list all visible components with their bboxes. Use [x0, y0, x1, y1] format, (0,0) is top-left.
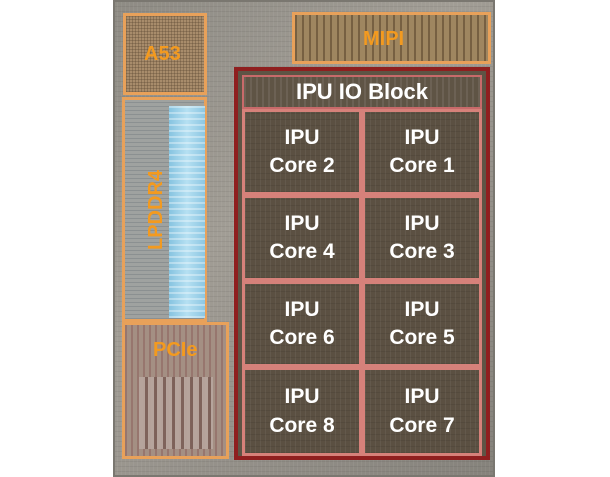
- ipu-core-4: IPU Core 4: [242, 195, 362, 281]
- mipi-block: MIPI: [292, 12, 491, 64]
- pcie-pads: [139, 377, 213, 449]
- lpddr4-block: LPDDR4: [122, 97, 207, 322]
- ipu-core-1: IPU Core 1: [362, 109, 482, 195]
- ipu-core-2: IPU Core 2: [242, 109, 362, 195]
- mipi-label: MIPI: [363, 28, 405, 50]
- core-line1: IPU: [284, 297, 320, 321]
- ipu-io-block: IPU IO Block: [242, 75, 482, 109]
- a53-block: A53: [123, 13, 207, 95]
- lpddr4-phy: [169, 106, 205, 318]
- ipu-core-5: IPU Core 5: [362, 281, 482, 367]
- core-line2: Core 1: [389, 154, 455, 177]
- ipu-core-8: IPU Core 8: [242, 367, 362, 456]
- core-line1: IPU: [404, 211, 440, 235]
- core-line1: IPU: [284, 125, 320, 149]
- core-line1: IPU: [284, 211, 320, 235]
- lpddr4-label: LPDDR4: [145, 169, 167, 250]
- ipu-io-label: IPU IO Block: [295, 79, 429, 104]
- core-line1: IPU: [284, 385, 320, 409]
- core-line2: Core 7: [389, 413, 455, 437]
- core-line2: Core 2: [269, 154, 335, 177]
- core-line2: Core 4: [269, 240, 335, 263]
- ipu-region: IPU IO Block IPU Core 2 IPU Core 1 IPU C…: [234, 67, 490, 460]
- pcie-block: PCIe: [122, 322, 229, 459]
- ipu-core-6: IPU Core 6: [242, 281, 362, 367]
- core-line1: IPU: [404, 125, 440, 149]
- pcie-label: PCIe: [153, 339, 198, 361]
- ipu-core-7: IPU Core 7: [362, 367, 482, 456]
- ipu-core-3: IPU Core 3: [362, 195, 482, 281]
- core-line1: IPU: [404, 297, 440, 321]
- core-line2: Core 3: [389, 240, 455, 263]
- core-line2: Core 6: [269, 326, 335, 349]
- core-line1: IPU: [404, 385, 440, 409]
- core-line2: Core 5: [389, 326, 455, 349]
- a53-label: A53: [144, 43, 181, 65]
- core-line2: Core 8: [269, 413, 335, 437]
